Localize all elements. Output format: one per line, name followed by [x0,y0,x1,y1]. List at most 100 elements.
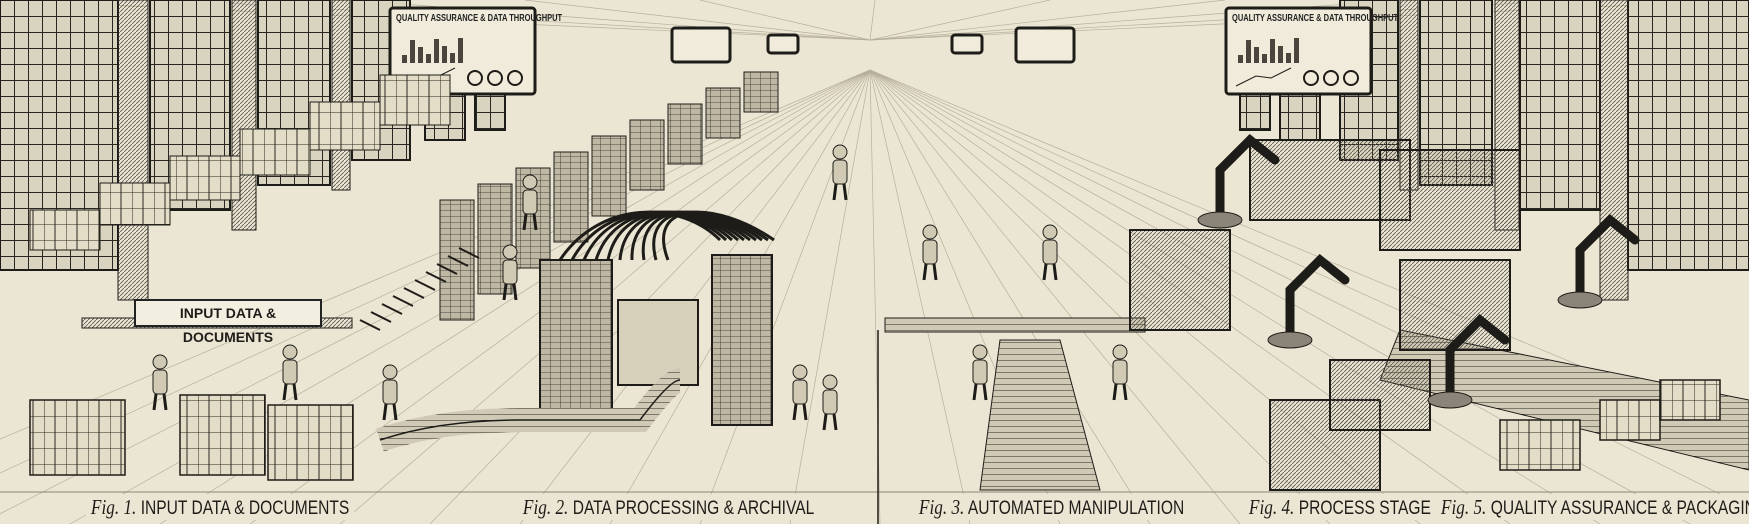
dashboard-gauge [1323,70,1339,86]
stair-step [381,303,403,315]
robot-head [382,364,398,380]
document-shelf [309,101,381,151]
ceiling-line [869,0,1051,41]
dashboard-bar [458,38,463,63]
box-pallet [1599,399,1661,441]
robot-torso [832,159,848,185]
robot-head [1112,344,1128,360]
dashboard-gauge [467,70,483,86]
floor-line [869,69,1241,524]
robot-legs [522,213,538,231]
ceiling-line [869,0,876,41]
robot-arm-base [1197,211,1243,229]
ceiling-line [869,0,1226,41]
robot-torso [522,189,538,215]
robot-head [832,144,848,160]
dashboard-bar [1286,53,1291,63]
robot-arm [1575,213,1640,305]
robot-arm [1215,133,1280,225]
document-shelf [169,155,241,201]
floor-line [869,69,1601,524]
server-cabinet [539,259,613,411]
server-rack [439,199,475,321]
dashboard-bar [1246,40,1251,63]
box-pallet [179,394,266,476]
box-pallet [1499,419,1581,471]
dashboard-gauge [507,70,523,86]
document-shelf [29,209,101,251]
process-machine [1129,229,1231,331]
caption-label: INPUT DATA & DOCUMENTS [140,498,350,519]
floor-line [789,69,871,524]
stair-step [403,287,425,299]
conveyor-belt [376,368,683,452]
robot-legs [1112,383,1128,401]
floor-line [869,69,1151,524]
conveyor-belt-center [979,339,1101,491]
dashboard-bar [1294,38,1299,63]
robot-head [522,174,538,190]
dashboard-bar [1238,55,1243,63]
robot-torso [792,379,808,405]
caption-prefix: Fig. 1. [90,495,137,519]
stair-step [436,263,458,275]
robot-torso [282,359,298,385]
robot-arm [1445,313,1510,405]
robot-head [792,364,808,380]
dashboard-gauge [1343,70,1359,86]
dashboard-gauge [487,70,503,86]
robot-torso [152,369,168,395]
robot-torso [972,359,988,385]
robot-head [282,344,298,360]
dashboard-bar [434,39,439,63]
qa-dashboard-screen [950,33,984,55]
server-rack [667,103,703,165]
robot-legs [822,413,838,431]
stair-step [414,279,436,291]
floor-line [869,69,1331,524]
stair-step [447,255,469,267]
server-rack [629,119,665,191]
robot-legs [1042,263,1058,281]
robot-torso [1042,239,1058,265]
qa-dashboard-screen [670,26,732,64]
robot-head [152,354,168,370]
dashboard-bar [402,55,407,63]
conveyor-belt-overhead [884,317,1146,333]
robot-torso [1112,359,1128,385]
caption-prefix: Fig. 4. [1248,495,1295,519]
dashboard-trend-line [1235,67,1292,87]
caption-prefix: Fig. 3. [918,495,965,519]
stair-step [370,311,392,323]
floor-line [429,69,871,524]
caption-fig-2: Fig. 2. DATA PROCESSING & ARCHIVAL [518,494,820,520]
dashboard-bar [410,40,415,63]
robot-torso [822,389,838,415]
box-pallet [267,404,354,481]
server-rack [743,71,779,113]
robot-arm-base [1557,291,1603,309]
caption-label: AUTOMATED MANIPULATION [967,498,1185,519]
data-cable [662,210,775,261]
stair-step [392,295,414,307]
qa-dashboard-screen [766,33,800,55]
process-machine [1329,359,1431,431]
robot-arm-base [1267,331,1313,349]
server-rack [705,87,741,139]
robot-head [922,224,938,240]
robot-legs [792,403,808,421]
qa-dashboard-title-right: QUALITY ASSURANCE & DATA THROUGHPUT [1232,13,1399,24]
building-column [331,0,351,191]
floor-line [519,69,871,524]
document-shelf [379,74,451,126]
dashboard-bar [442,46,447,63]
caption-prefix: Fig. 2. [522,495,569,519]
robot-torso [382,379,398,405]
dashboard-bar [1270,39,1275,63]
robot-torso [922,239,938,265]
server-rack [591,135,627,217]
building-column [117,0,149,301]
server-rack [477,183,513,295]
robot-head [972,344,988,360]
